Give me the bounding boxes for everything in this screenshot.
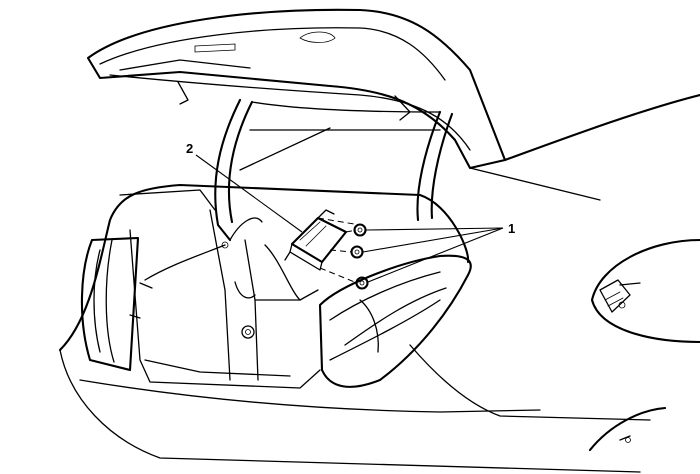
- leader-2: [195, 154, 303, 233]
- nut-lower: [355, 276, 369, 290]
- leader-1-lower: [367, 227, 504, 283]
- rear-body: [58, 93, 700, 473]
- fastener-nuts: [317, 217, 369, 290]
- left-tail-lamp: [80, 236, 140, 372]
- trunk-interior: [129, 209, 321, 389]
- leader-1-middle: [362, 227, 504, 253]
- leader-1-upper: [365, 227, 504, 231]
- right-tail-lamp: [318, 254, 472, 388]
- detail-inset: [409, 238, 700, 421]
- nut-upper: [353, 223, 367, 237]
- lid-seal-frame: [214, 98, 454, 242]
- callout-label-1: 1: [508, 221, 515, 236]
- nut-middle: [350, 245, 364, 259]
- leader-lines: [195, 154, 504, 283]
- trunk-lid: [86, 8, 507, 170]
- bottom-right-fragment: [588, 406, 667, 452]
- electronic-module: [284, 209, 348, 271]
- callout-label-2: 2: [186, 141, 193, 156]
